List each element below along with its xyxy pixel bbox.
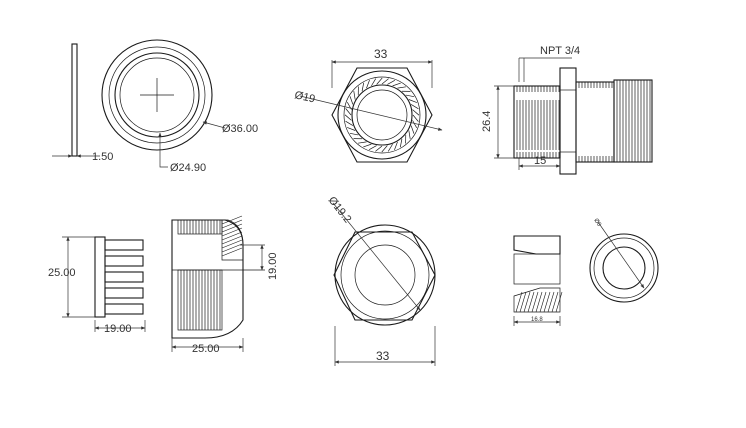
knurl-mark <box>410 125 415 134</box>
hex-bottom-width-label: 33 <box>376 349 390 363</box>
cap-height-label: 19.00 <box>267 252 279 280</box>
hatch-line <box>535 291 543 313</box>
washer-front-view: Ø36.00 Ø24.90 <box>101 39 258 174</box>
knurl-mark <box>394 141 398 150</box>
knurl-mark <box>412 120 418 129</box>
knurl-mark <box>349 96 354 105</box>
knurl-mark <box>408 130 411 139</box>
hatch-line <box>221 235 243 245</box>
knurl-mark <box>412 114 419 122</box>
hatch-line <box>547 291 555 313</box>
seal-side-view: 16.8 <box>513 235 563 326</box>
knurl-mark <box>405 94 415 98</box>
hatch-line <box>221 223 243 233</box>
hatch-line <box>523 291 531 313</box>
knurl-mark <box>358 141 367 144</box>
knurl-mark <box>399 138 403 148</box>
claw-finger <box>104 287 144 299</box>
knurl-mark <box>375 145 383 152</box>
gland-side-view: NPT 3/4 26.4 15 <box>481 45 653 175</box>
washer-thickness-label: 1.50 <box>92 151 113 163</box>
hatch-line <box>519 291 527 313</box>
knurl-mark <box>381 78 389 85</box>
hatch-line <box>221 219 243 229</box>
side-width-label: 19.00 <box>104 323 132 335</box>
claw-finger <box>104 303 144 315</box>
knurl-mark <box>371 78 377 87</box>
hatch-line <box>543 291 551 313</box>
knurl-mark <box>349 132 359 136</box>
hatch-line <box>531 291 539 313</box>
knurl-mark <box>353 91 356 100</box>
hex-top-width-label: 33 <box>374 47 388 61</box>
knurl-mark <box>361 82 365 92</box>
thread-spec-label: NPT 3/4 <box>540 45 580 57</box>
hex-nut-bottom-view: Ø19.2 33 <box>326 194 436 366</box>
washer-outer-dia-label: Ø36.00 <box>222 123 258 135</box>
knurl-mark <box>347 127 356 131</box>
hatch-line <box>515 291 523 313</box>
knurl-mark <box>392 82 401 87</box>
knurl-mark <box>397 86 406 89</box>
knurl-mark <box>368 145 377 151</box>
claw-finger <box>104 271 144 283</box>
knurl-mark <box>410 104 419 110</box>
cap-width-label: 25.00 <box>192 343 220 355</box>
hatch-line <box>221 239 243 249</box>
knurl-mark <box>381 145 388 153</box>
knurl-mark <box>345 108 352 116</box>
hatch-line <box>221 231 243 241</box>
seal-width-label: 16.8 <box>531 317 543 323</box>
hatch-line <box>551 291 559 313</box>
hex-top-bore-label: Ø19 <box>293 89 316 105</box>
knurl-mark <box>345 120 354 126</box>
claw-finger <box>104 239 144 251</box>
claw-insert-side-view: 25.00 19.00 <box>48 236 146 335</box>
cap-nut-section-view: 19.00 25.00 <box>171 215 279 355</box>
knurl-mark <box>387 143 393 152</box>
hatch-line <box>539 291 547 313</box>
knurl-mark <box>376 77 383 85</box>
knurl-mark <box>363 143 372 148</box>
knurl-mark <box>412 109 420 116</box>
washer-side-view: 1.50 <box>52 43 113 163</box>
side-height-label: 25.00 <box>48 267 76 279</box>
thread-length-label: 15 <box>534 155 546 167</box>
hatch-line <box>221 247 243 257</box>
knurl-mark <box>344 114 352 121</box>
hatch-line <box>527 291 535 313</box>
knurl-mark <box>387 79 396 85</box>
hatch-line <box>221 215 243 225</box>
hex-nut-top-view: 33 Ø19 <box>293 47 443 163</box>
knurl-mark <box>408 99 417 103</box>
body-height-label: 26.4 <box>481 111 493 132</box>
seal-front-view: Ø8 <box>589 218 659 303</box>
washer-inner-dia-label: Ø24.90 <box>170 162 206 174</box>
seal-dia-label: Ø8 <box>592 218 602 229</box>
hex-bottom-bore-label: Ø19.2 <box>326 194 354 225</box>
hatch-line <box>221 243 243 253</box>
hatch-line <box>221 227 243 237</box>
knurl-mark <box>366 80 370 89</box>
hatch-line <box>555 291 563 313</box>
claw-finger <box>104 255 144 267</box>
